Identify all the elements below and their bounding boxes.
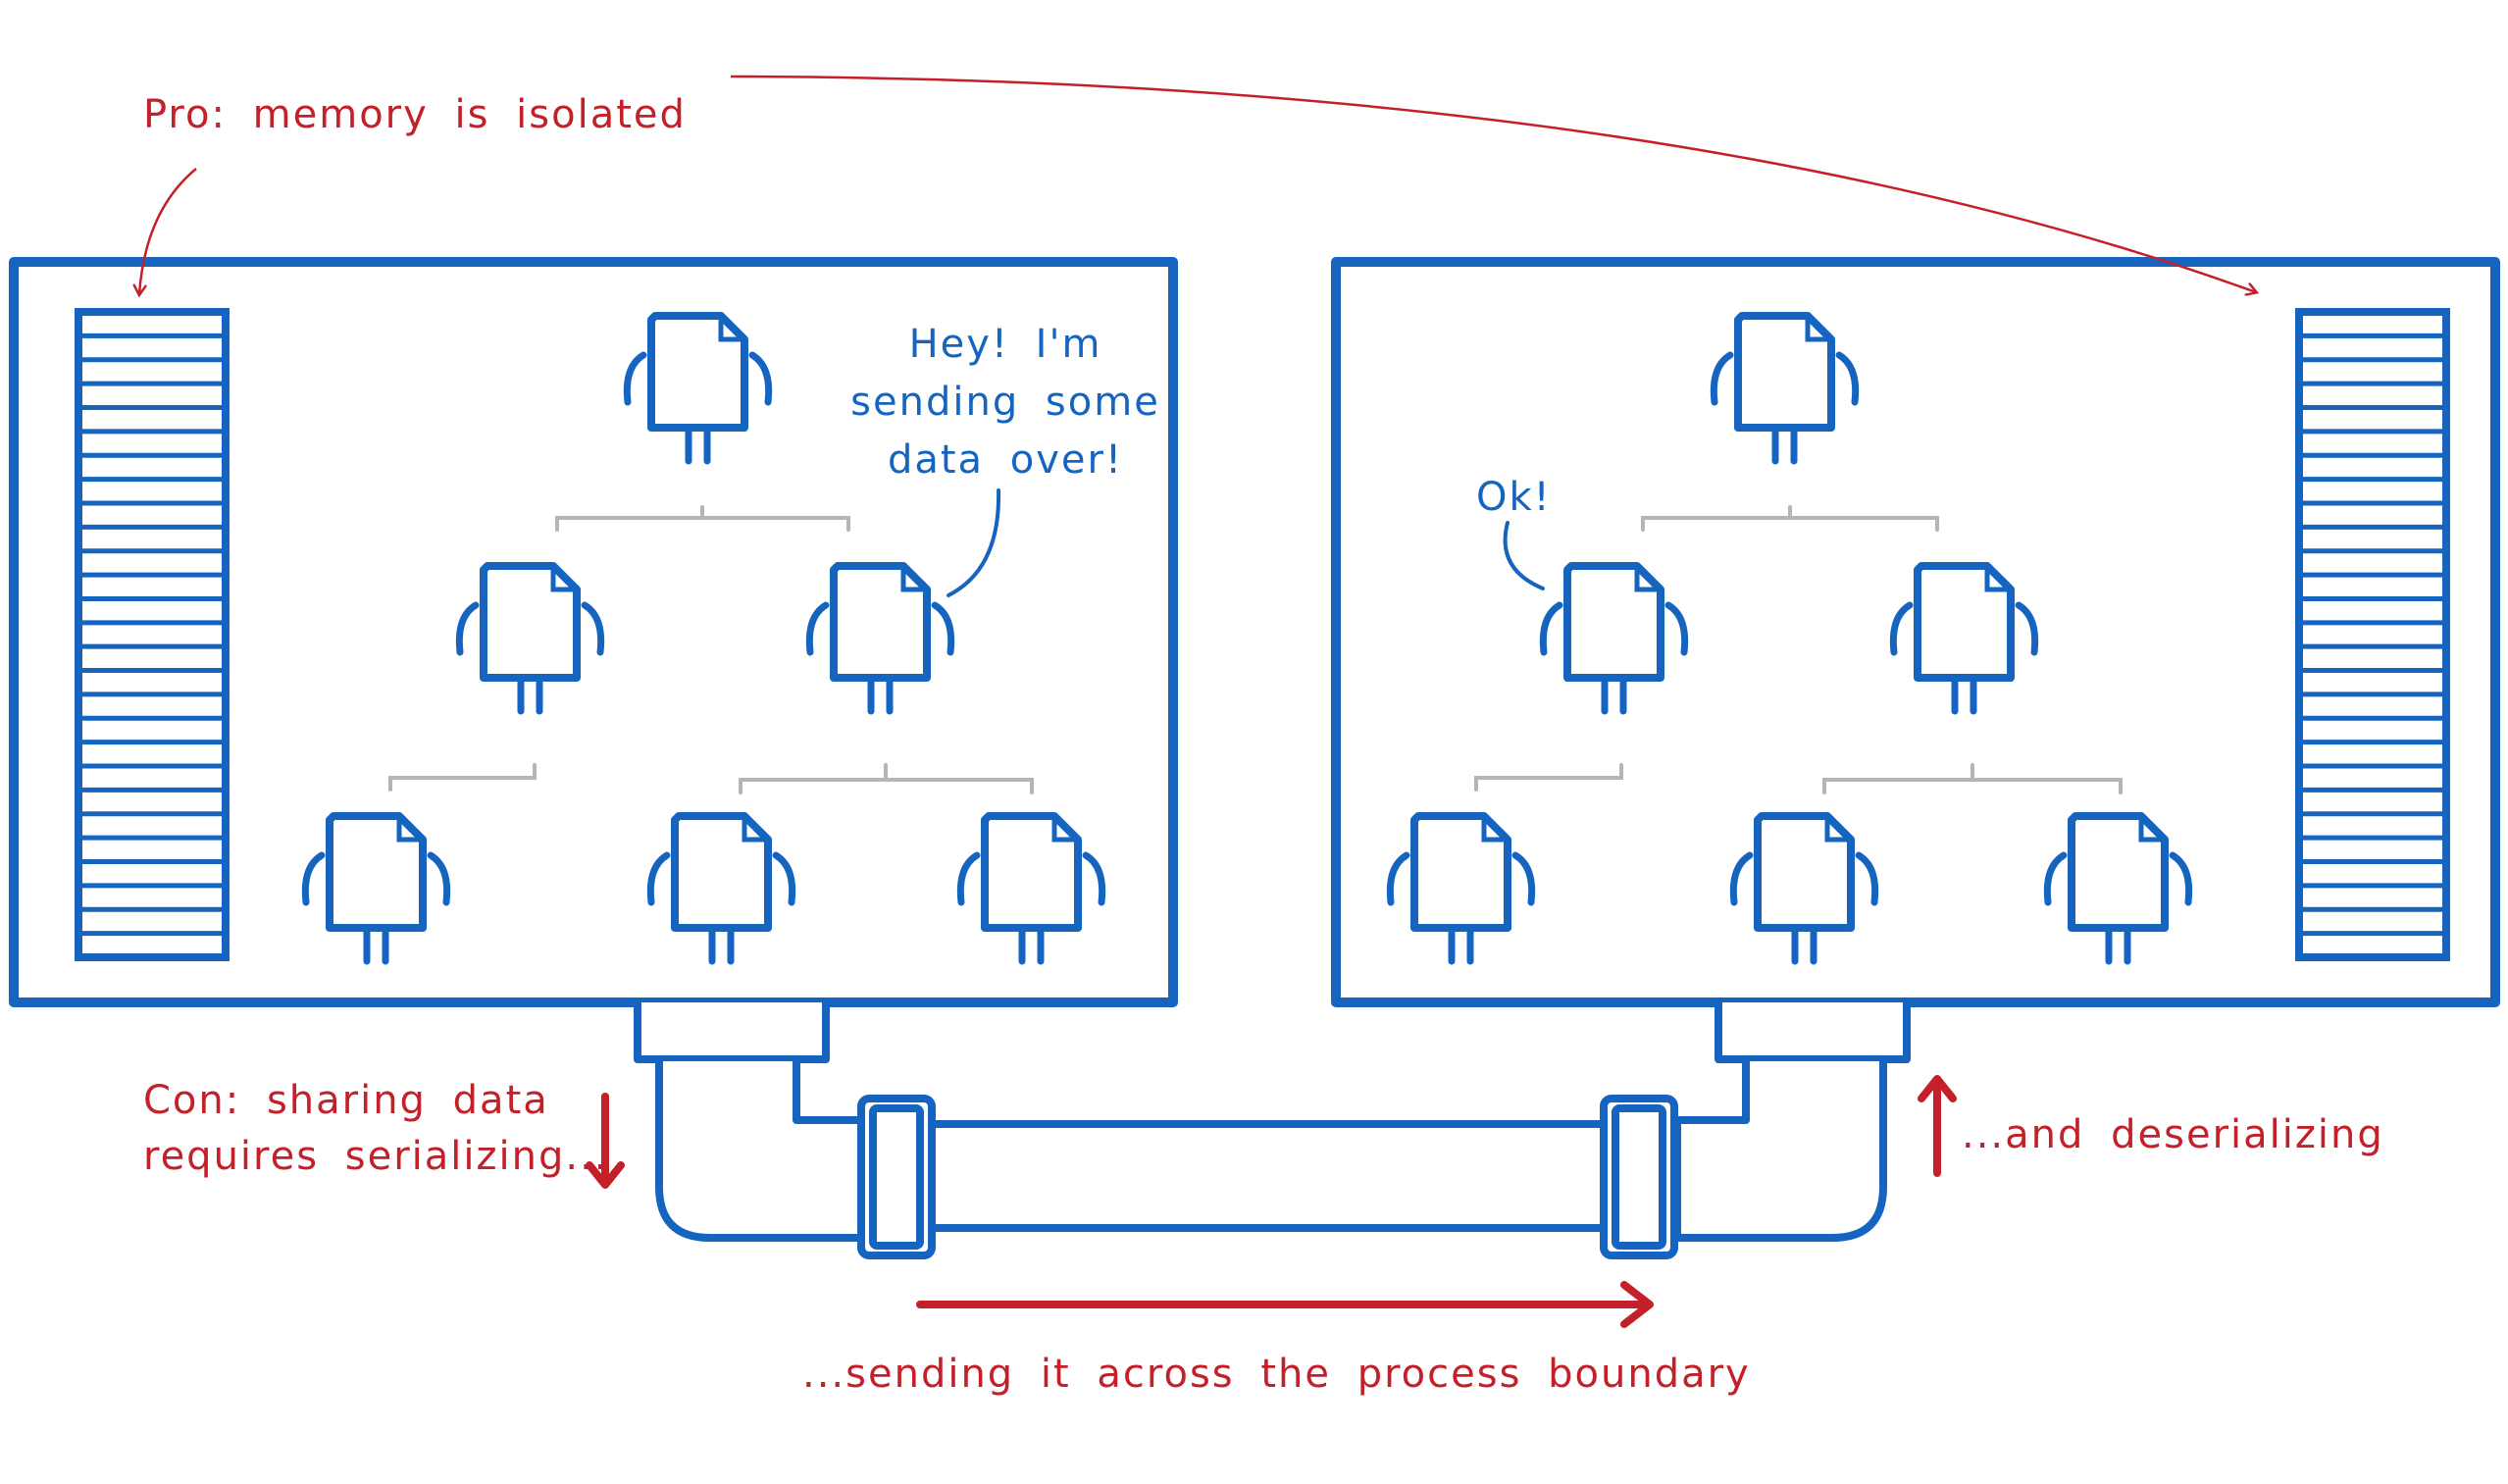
- left-tree-connectors: [388, 505, 1034, 794]
- file-character-root-right: [1710, 312, 1860, 465]
- deserialize-up-arrow: [1918, 1075, 1957, 1177]
- file-character-leaf-right-1: [1386, 812, 1536, 965]
- file-character-leaf-left-2: [646, 812, 796, 965]
- speech-left-line3: data over!: [887, 437, 1124, 483]
- transfer-right-arrow: [916, 1281, 1654, 1328]
- speech-left-line1: Hey! I'm: [908, 322, 1102, 367]
- speech-right-ok: Ok!: [1476, 475, 1552, 520]
- file-character-root-left: [623, 312, 773, 465]
- pro-memory-isolated-label: Pro: memory is isolated: [143, 92, 687, 137]
- pipe: [634, 1002, 1911, 1259]
- pro-arrow-left: [139, 168, 197, 294]
- file-character-leaf-left-3: [956, 812, 1106, 965]
- pro-arrow-right: [730, 75, 2256, 292]
- file-character-mid-left-1: [455, 562, 605, 715]
- deserializing-label: ...and deserializing: [1962, 1112, 2384, 1157]
- con-sharing-label-line1: Con: sharing data: [143, 1078, 549, 1123]
- file-character-leaf-left-1: [301, 812, 451, 965]
- sending-across-label: ...sending it across the process boundar…: [802, 1352, 1751, 1397]
- left-memory-stack: [75, 308, 230, 961]
- serialize-down-arrow: [586, 1093, 625, 1189]
- file-character-leaf-right-2: [1729, 812, 1879, 965]
- file-character-leaf-right-3: [2043, 812, 2193, 965]
- right-tree-connectors: [1474, 505, 2123, 794]
- file-character-mid-right-2: [1889, 562, 2039, 715]
- file-character-mid-left-2-sender: [805, 562, 955, 715]
- right-memory-stack: [2295, 308, 2450, 961]
- speech-left-line2: sending some: [850, 380, 1160, 425]
- con-sharing-label-line2: requires serializing...: [143, 1134, 609, 1179]
- file-character-mid-right-1-receiver: [1539, 562, 1689, 715]
- speech-tail-left: [947, 488, 1001, 597]
- speech-tail-right: [1503, 521, 1545, 590]
